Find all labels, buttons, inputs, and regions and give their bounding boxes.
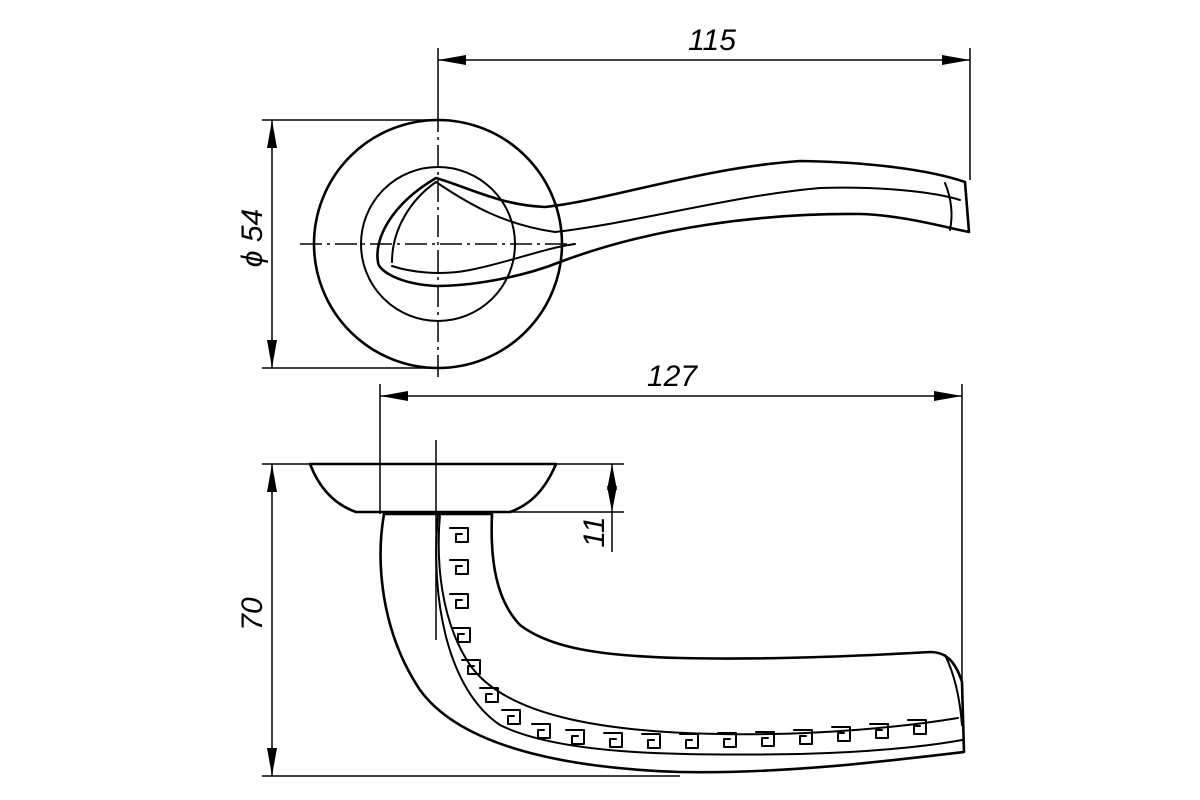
dim-11-arrow-bottom — [607, 486, 617, 512]
dim-127-label: 127 — [647, 360, 698, 393]
handle-top-inner-line-2 — [391, 243, 576, 274]
handle-top-inner-line-1 — [435, 181, 961, 233]
dim-115-arrow-right — [942, 55, 970, 65]
rosette-side-outline — [308, 462, 558, 514]
handle-top-outline — [376, 159, 971, 288]
dim-127-arrow-left — [380, 391, 408, 401]
handle-side-inner-line-2 — [435, 513, 963, 756]
dim-70-arrow-top — [267, 464, 277, 492]
handle-top-tip-line — [944, 182, 953, 231]
dim-115-arrow-left — [438, 55, 466, 65]
greek-key-ornament — [449, 527, 927, 749]
handle-top-inner-line-3 — [391, 181, 437, 263]
dim-11-label: 11 — [578, 516, 611, 547]
handle-side-inner-line-3 — [944, 654, 963, 726]
dim-54-arrow-top — [267, 120, 277, 148]
dim-115-label: 115 — [688, 24, 736, 57]
side-view: 127 11 70 — [236, 360, 966, 777]
dim-70-arrow-bottom — [267, 748, 277, 776]
dim-54-arrow-bottom — [267, 340, 277, 368]
handle-side-inner-line-1 — [437, 513, 959, 736]
top-view: 115 ϕ 54 — [236, 24, 971, 378]
dim-11-arrow-top — [607, 464, 617, 490]
dim-70-label: 70 — [236, 597, 269, 631]
dim-127-arrow-right — [934, 391, 962, 401]
dim-54-label: ϕ 54 — [236, 209, 269, 267]
